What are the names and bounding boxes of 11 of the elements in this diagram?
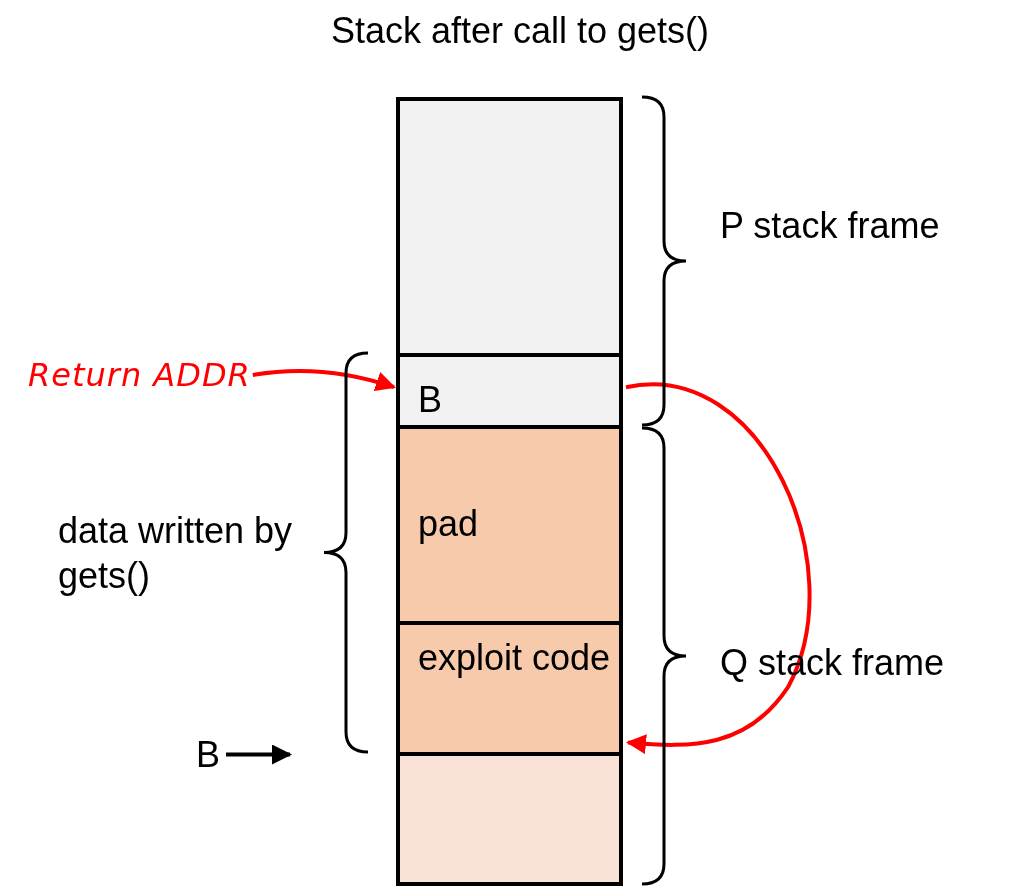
arrow: [252, 369, 396, 392]
frame-label: P stack frame: [720, 204, 941, 248]
arrow: [226, 744, 292, 765]
pointer-label: B: [196, 732, 220, 777]
cell-text: B: [418, 378, 443, 422]
arrow: [625, 382, 812, 754]
title: Stack after call to gets(): [329, 9, 711, 53]
cell-text: exploit code: [418, 636, 611, 680]
handwritten-label: Return ADDR: [28, 355, 251, 395]
frame-label: data written by gets(): [58, 509, 294, 598]
cell-text: pad: [418, 502, 480, 546]
